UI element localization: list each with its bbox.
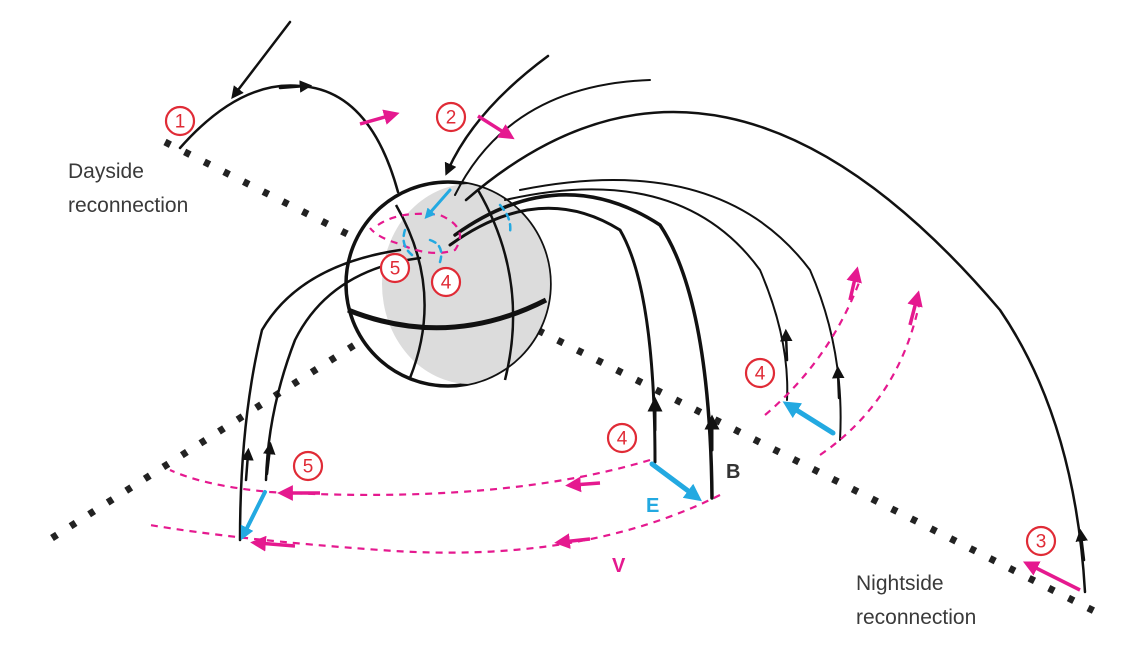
polar-cap-flow <box>369 212 462 255</box>
e-vector <box>782 401 836 436</box>
dayside-label-line2: reconnection <box>68 194 188 217</box>
marker-4-right-label: 4 <box>755 364 766 385</box>
electric-field-vectors <box>240 188 836 541</box>
marker-5-left: 5 <box>292 450 324 482</box>
field-line-8-arrow <box>241 447 254 482</box>
field-line-6 <box>504 188 789 401</box>
separatrix-lines <box>50 138 1106 620</box>
flow-arrow <box>250 535 296 552</box>
earth-equator <box>347 297 548 331</box>
incoming-field-line <box>231 20 292 99</box>
nightside-label-line2: reconnection <box>856 606 976 629</box>
field-line-5 <box>448 206 657 464</box>
e-vector-polar <box>424 188 452 219</box>
flow-arrow <box>1022 561 1081 592</box>
flow-curve-right-1 <box>764 279 862 416</box>
marker-4-right: 4 <box>744 357 776 389</box>
marker-4-center-label: 4 <box>441 273 452 294</box>
field-line-8 <box>238 248 402 542</box>
marker-4-mid-label: 4 <box>617 429 628 450</box>
flow-arrow <box>554 533 591 549</box>
e-vector <box>649 461 703 502</box>
e-polar-dashed <box>402 203 512 264</box>
marker-1: 1 <box>164 105 196 137</box>
marker-5-center: 5 <box>379 252 411 284</box>
earth-meridian <box>394 204 426 379</box>
flow-arrow <box>359 109 400 126</box>
flow-arrow <box>477 114 515 140</box>
marker-5-center-label: 5 <box>390 259 401 280</box>
v-label: V <box>612 555 626 577</box>
marker-4-center: 4 <box>430 266 462 298</box>
field-line-9 <box>264 256 422 482</box>
field-line-1-arrow <box>278 80 313 93</box>
field-line-7-arrow <box>831 365 845 400</box>
b-label: B <box>726 461 740 483</box>
field-line-4 <box>453 193 714 500</box>
field-line-9-arrow <box>263 441 276 476</box>
marker-2: 2 <box>435 101 467 133</box>
flow-arrow <box>907 290 923 326</box>
separatrix-dawn-dusk <box>50 313 402 541</box>
field-line-2 <box>454 79 651 196</box>
marker-5-left-label: 5 <box>303 457 314 478</box>
e-label: E <box>646 495 659 517</box>
marker-3: 3 <box>1025 525 1057 557</box>
e-vector <box>240 490 267 541</box>
field-line-1 <box>178 84 400 194</box>
flow-curve-right-2 <box>819 299 922 456</box>
flow-arrow <box>565 476 601 493</box>
field-line-3-arrow <box>1075 528 1088 562</box>
incoming-field-line-2 <box>444 54 550 176</box>
marker-4-mid: 4 <box>606 422 638 454</box>
field-line-3 <box>464 110 1087 594</box>
field-lines <box>178 20 1088 594</box>
earth-shaded-hemisphere <box>382 184 550 384</box>
dayside-label-line1: Dayside <box>68 160 144 183</box>
marker-2-label: 2 <box>446 108 457 129</box>
field-line-6-arrow <box>780 328 793 362</box>
marker-1-label: 1 <box>175 112 186 133</box>
flow-arrow <box>846 266 862 301</box>
flow-arrows <box>250 109 1081 592</box>
flow-curve-lower <box>149 494 721 554</box>
nightside-label-line1: Nightside <box>856 572 944 595</box>
marker-3-label: 3 <box>1036 532 1047 553</box>
